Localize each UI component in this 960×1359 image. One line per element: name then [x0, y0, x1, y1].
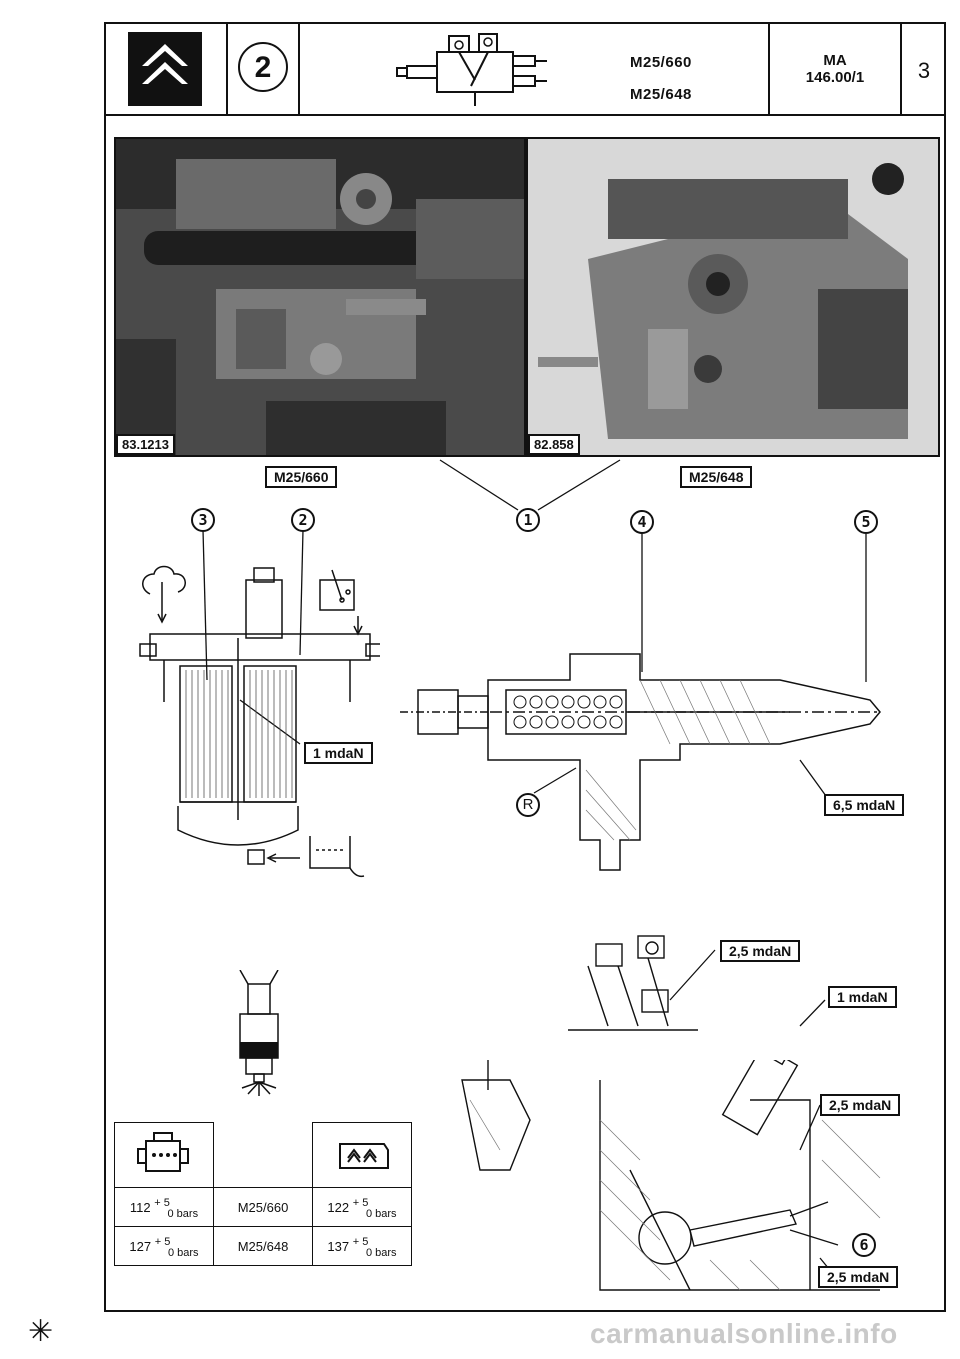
model-cell: M25/660 M25/648 [300, 22, 770, 116]
pressure-table: 112 + 5 0 bars M25/660 122 + 5 0 bars 12… [114, 1122, 412, 1266]
pressure-left-value: 127 [129, 1238, 152, 1254]
section-number-badge: 2 [238, 42, 288, 92]
section-number: 2 [254, 51, 272, 84]
section-number-cell: 2 [228, 22, 300, 116]
torque-pipe-top: 2,5 mdaN [720, 940, 801, 962]
torque-filter: 1 mdaN [304, 742, 373, 764]
pressure-right-cell: 137 + 5 0 bars [312, 1226, 412, 1266]
asterisk-icon: ✳ [28, 1315, 54, 1348]
model-tag-left: M25/660 [265, 466, 338, 488]
callout-4: 4 [630, 510, 654, 534]
page-frame [104, 22, 946, 1312]
injector-spray-icon [239, 970, 279, 1096]
pressure-left-unit: 0 bars [167, 1246, 199, 1259]
callout-6: 6 [852, 1233, 876, 1257]
pressure-right-tolerance: + 5 [352, 1235, 369, 1248]
pressure-right-unit: 0 bars [365, 1207, 397, 1220]
pipe-union-drawing [568, 935, 698, 1031]
callout-3: 3 [191, 508, 215, 532]
pressure-left-tolerance: + 5 [154, 1196, 170, 1209]
cylinder-head-section-drawing [461, 1060, 881, 1291]
citroen-logo-icon [128, 32, 202, 106]
callout-r: R [516, 793, 540, 817]
injection-pump-icon [396, 33, 547, 106]
torque-union: 6,5 mdaN [824, 794, 905, 816]
pressure-right-unit: 0 bars [365, 1246, 397, 1259]
pressure-table-icon-row [114, 1122, 412, 1188]
fuel-filter-drawing [139, 565, 380, 878]
callout-2: 2 [291, 508, 315, 532]
reference-code-line2: 146.00/1 [805, 69, 865, 86]
logo-cell [104, 22, 228, 116]
blank-icon-cell [213, 1122, 313, 1188]
pressure-left-tolerance: + 5 [154, 1235, 171, 1248]
pressure-right-value: 137 [327, 1238, 350, 1254]
callout-1: 1 [516, 508, 540, 532]
reference-cell: MA 146.00/1 [770, 22, 902, 116]
pump-photo-image [528, 139, 938, 455]
pressure-model: M25/648 [213, 1226, 313, 1266]
pump-block-icon [339, 1142, 389, 1169]
photo-pump-m25-660: 83.1213 [114, 137, 526, 457]
watermark-text: carmanualsonline.info [590, 1318, 898, 1349]
model-m25-648: M25/648 [630, 86, 692, 103]
pressure-right-cell: 122 + 5 0 bars [312, 1187, 412, 1227]
pressure-left-unit: 0 bars [167, 1207, 199, 1220]
pressure-right-tolerance: + 5 [352, 1196, 369, 1209]
pressure-right-value: 122 [327, 1199, 350, 1215]
pressure-left-cell: 127 + 5 0 bars [114, 1226, 214, 1266]
torque-injector-mid: 2,5 mdaN [820, 1094, 901, 1116]
callout-5: 5 [854, 510, 878, 534]
pressure-table-row: 112 + 5 0 bars M25/660 122 + 5 0 bars [114, 1187, 412, 1227]
engine-block-icon [137, 1131, 189, 1172]
injector-section-drawing [400, 653, 881, 871]
model-m25-660: M25/660 [630, 54, 692, 71]
page-number: 3 [917, 58, 931, 83]
engine-icon-cell [114, 1122, 214, 1188]
model-tag-right: M25/648 [680, 466, 753, 488]
header-divider [104, 114, 946, 116]
pump-block-icon-cell [312, 1122, 412, 1188]
reference-code-line1: MA [823, 52, 847, 69]
photo-pump-m25-648: 82.858 [526, 137, 940, 457]
torque-injector-clamp: 1 mdaN [828, 986, 897, 1008]
engine-photo-image [116, 139, 524, 455]
torque-glow-plug: 2,5 mdaN [818, 1266, 899, 1288]
photo-ref-left: 83.1213 [116, 434, 175, 455]
photo-ref-right: 82.858 [528, 434, 580, 455]
pressure-left-value: 112 [129, 1199, 151, 1215]
pressure-table-row: 127 + 5 0 bars M25/648 137 + 5 0 bars [114, 1226, 412, 1266]
pressure-left-cell: 112 + 5 0 bars [114, 1187, 214, 1227]
pressure-model: M25/660 [213, 1187, 313, 1227]
